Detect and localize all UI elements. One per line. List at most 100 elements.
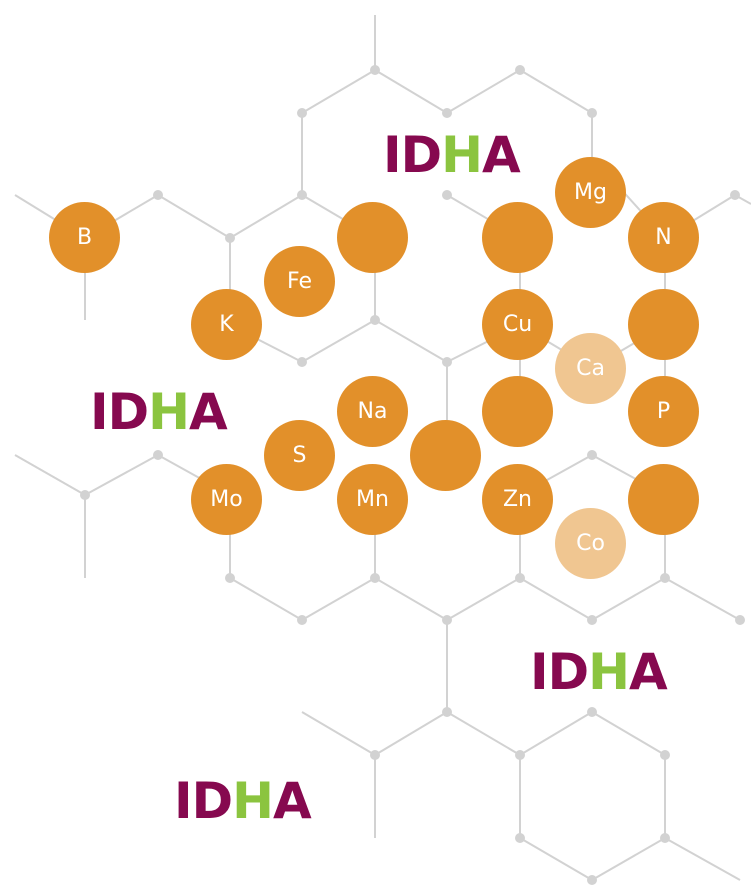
idha-logo-bottom: IDHA [174,776,312,826]
atom-copper: Cu [482,289,553,360]
lattice-node [515,833,525,843]
atom-cobalt: Co [555,508,626,579]
atom-sodium: Na [337,376,408,447]
lattice-bond [84,454,159,496]
lattice-bond [374,711,448,756]
atom-symbol: N [655,225,672,250]
atom-symbol: Co [576,531,605,556]
lattice-bond [519,577,593,621]
lattice-bond [591,577,666,621]
lattice-node [153,450,163,460]
lattice-node [660,750,670,760]
lattice-bond [301,577,376,621]
atom-unlabeled [628,289,699,360]
logo-letter-d: D [107,383,150,441]
lattice-node [370,65,380,75]
atom-unlabeled [337,202,408,273]
atom-symbol: Mo [210,487,243,512]
atom-symbol: Cu [502,312,533,337]
logo-letter-d: D [191,772,234,830]
logo-letter-i: I [90,383,109,441]
lattice-node [587,108,597,118]
atom-symbol: Mn [356,487,389,512]
lattice-node [660,573,670,583]
atom-symbol: Zn [502,487,532,512]
lattice-node [515,65,525,75]
lattice-node [370,750,380,760]
lattice-node [442,707,452,717]
lattice-node [297,108,307,118]
lattice-node [587,707,597,717]
atom-molybdenum: Mo [191,464,262,535]
lattice-bond [301,711,376,756]
lattice-bond [446,69,521,114]
atom-unlabeled [482,376,553,447]
lattice-bond [229,194,303,239]
lattice-node [515,750,525,760]
lattice-node [297,615,307,625]
lattice-bond [446,577,521,621]
logo-letter-h: H [148,383,190,441]
logo-letter-h: H [588,643,630,701]
lattice-node [442,615,452,625]
lattice-node [370,315,380,325]
atom-phosphorus: P [628,376,699,447]
lattice-bond [591,711,666,756]
atom-symbol: Na [357,399,388,424]
atom-symbol: B [76,225,93,250]
logo-letter-a: A [272,772,312,830]
atom-potassium: K [191,289,262,360]
atom-sulfur: S [264,420,335,491]
lattice-bond [446,711,521,756]
idha-logo-right: IDHA [530,647,668,697]
atom-symbol: Mg [574,180,607,205]
lattice-node [442,108,452,118]
logo-letter-a: A [188,383,228,441]
logo-letter-h: H [232,772,274,830]
lattice-bond [519,711,593,756]
logo-letter-a: A [481,126,521,184]
atom-symbol: P [656,399,671,424]
lattice-bond [519,69,593,114]
atom-magnesium: Mg [555,157,626,228]
lattice-bond [14,454,86,496]
lattice-node [297,357,307,367]
lattice-bond [301,69,376,114]
atom-boron: B [49,202,120,273]
atom-iron: Fe [264,246,335,317]
lattice-node [587,450,597,460]
logo-letter-a: A [628,643,668,701]
atom-unlabeled [482,202,553,273]
lattice-node [730,190,740,200]
lattice-node [442,357,452,367]
atom-nitrogen: N [628,202,699,273]
lattice-bond [157,194,231,239]
lattice-bond [374,69,448,114]
atom-unlabeled [410,420,481,491]
lattice-node [225,573,235,583]
atom-symbol: Ca [576,356,605,381]
logo-letter-d: D [547,643,590,701]
logo-letter-i: I [383,126,402,184]
lattice-node [80,490,90,500]
atom-symbol: S [292,443,307,468]
atom-zinc: Zn [482,464,553,535]
lattice-bond [591,837,666,881]
lattice-node [587,615,597,625]
logo-letter-d: D [400,126,443,184]
logo-letter-i: I [174,772,193,830]
idha-logo-top: IDHA [383,130,521,180]
lattice-bond [229,577,303,621]
lattice-node [225,233,235,243]
logo-letter-h: H [441,126,483,184]
atom-symbol: K [219,312,234,337]
lattice-node [297,190,307,200]
atom-calcium: Ca [555,333,626,404]
lattice-bond [374,319,448,363]
lattice-node [660,833,670,843]
lattice-node [153,190,163,200]
idha-logo-left: IDHA [90,387,228,437]
atom-unlabeled [628,464,699,535]
lattice-node [515,573,525,583]
